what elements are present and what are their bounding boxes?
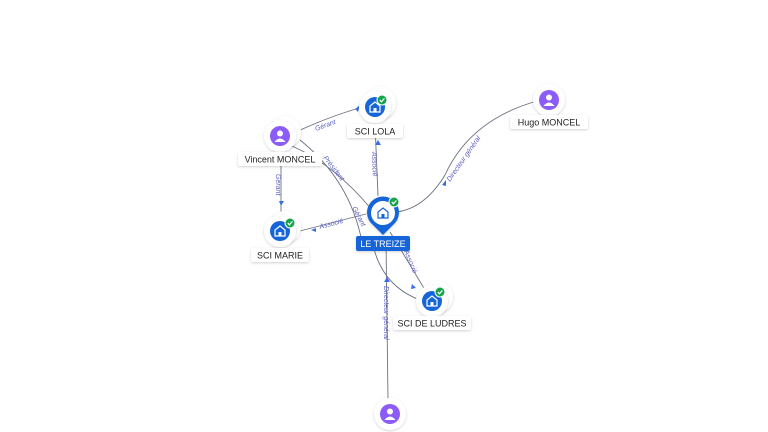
edge-label-hugo-treize: Directeur général [446, 135, 483, 183]
edge-label-vincent-marie: Gérant [274, 174, 281, 196]
node-sci-marie[interactable]: SCI MARIE [251, 211, 309, 262]
node-label: SCI LOLA [355, 127, 396, 137]
building-icon [274, 225, 286, 237]
edge-label-vincent-treize-president: Président [321, 155, 345, 183]
node-label: Vincent MONCEL [245, 155, 316, 165]
node-hugo-moncel[interactable]: Hugo MONCEL [510, 84, 588, 129]
edge-label-bottom-treize: Directeur général [382, 286, 389, 340]
node-label: Hugo MONCEL [518, 118, 581, 128]
building-icon [377, 207, 389, 219]
edge-hugo-le-treize [396, 100, 538, 213]
arrow-head [355, 105, 360, 112]
edge-label-vincent-lola: Gérant [314, 119, 337, 133]
verified-check-icon [284, 217, 296, 229]
arrow-head [375, 140, 381, 145]
edges [280, 100, 538, 401]
edge-label-treize-lola: Associé [370, 151, 378, 177]
arrow-head [442, 180, 446, 186]
edge-bottom-le-treize [385, 239, 389, 401]
node-sci-lola[interactable]: SCI LOLA [347, 87, 403, 138]
node-label-main: LE TREIZE [360, 239, 405, 249]
arrow-head [311, 228, 316, 232]
building-icon [426, 295, 438, 307]
node-label: SCI DE LUDRES [397, 319, 466, 329]
verified-check-icon [376, 94, 388, 106]
edge-vincent-le-treize-president [291, 145, 373, 211]
arrow-head [279, 201, 284, 206]
verified-check-icon [434, 286, 446, 298]
verified-check-icon [388, 196, 400, 208]
node-sci-de-ludres[interactable]: SCI DE LUDRES [393, 281, 471, 330]
arrow-head [411, 284, 416, 289]
node-bottom-person[interactable] [374, 398, 406, 430]
person-icon [274, 130, 286, 142]
node-vincent-moncel[interactable]: Vincent MONCEL [238, 116, 322, 166]
building-icon [369, 101, 381, 113]
node-label: SCI MARIE [257, 251, 303, 261]
arrow-heads [279, 105, 446, 289]
person-icon [543, 94, 555, 106]
edge-le-treize-sci-marie [295, 213, 367, 233]
arrow-head [384, 277, 390, 282]
edge-label-treize-marie: Associé [318, 218, 345, 231]
edge-label-treize-ludres: Associé [402, 248, 418, 274]
edge-vincent-le-treize-gerant [299, 139, 363, 243]
person-icon [384, 408, 396, 420]
node-le-treize[interactable]: LE TREIZE [356, 196, 410, 251]
